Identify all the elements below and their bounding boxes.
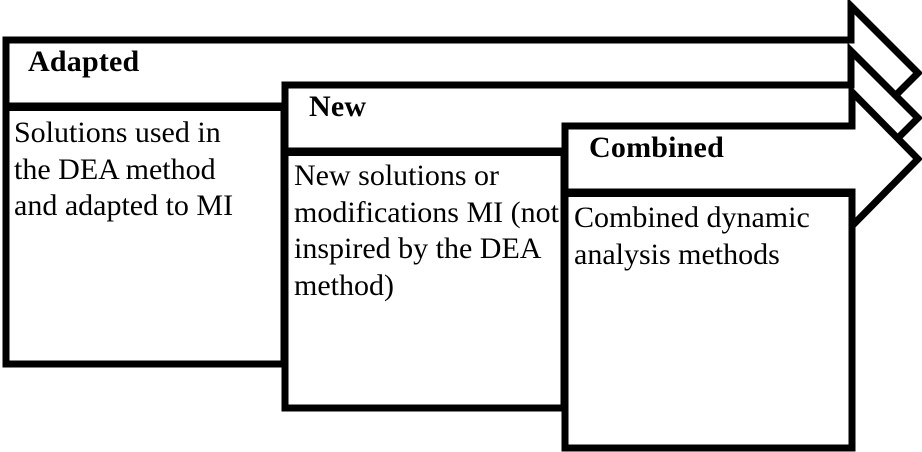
stage-title-adapted: Adapted (28, 45, 140, 78)
stage-body-new: New solutions or modifications MI (not i… (294, 159, 559, 302)
stage-body-combined: Combined dynamic analysis methods (574, 201, 810, 271)
stage-title-new: New (309, 90, 367, 123)
stage-body-adapted: Solutions used in the DEA method and ada… (14, 116, 234, 223)
stage-shape-combined (561, 83, 922, 452)
stage-title-combined: Combined (589, 131, 724, 164)
